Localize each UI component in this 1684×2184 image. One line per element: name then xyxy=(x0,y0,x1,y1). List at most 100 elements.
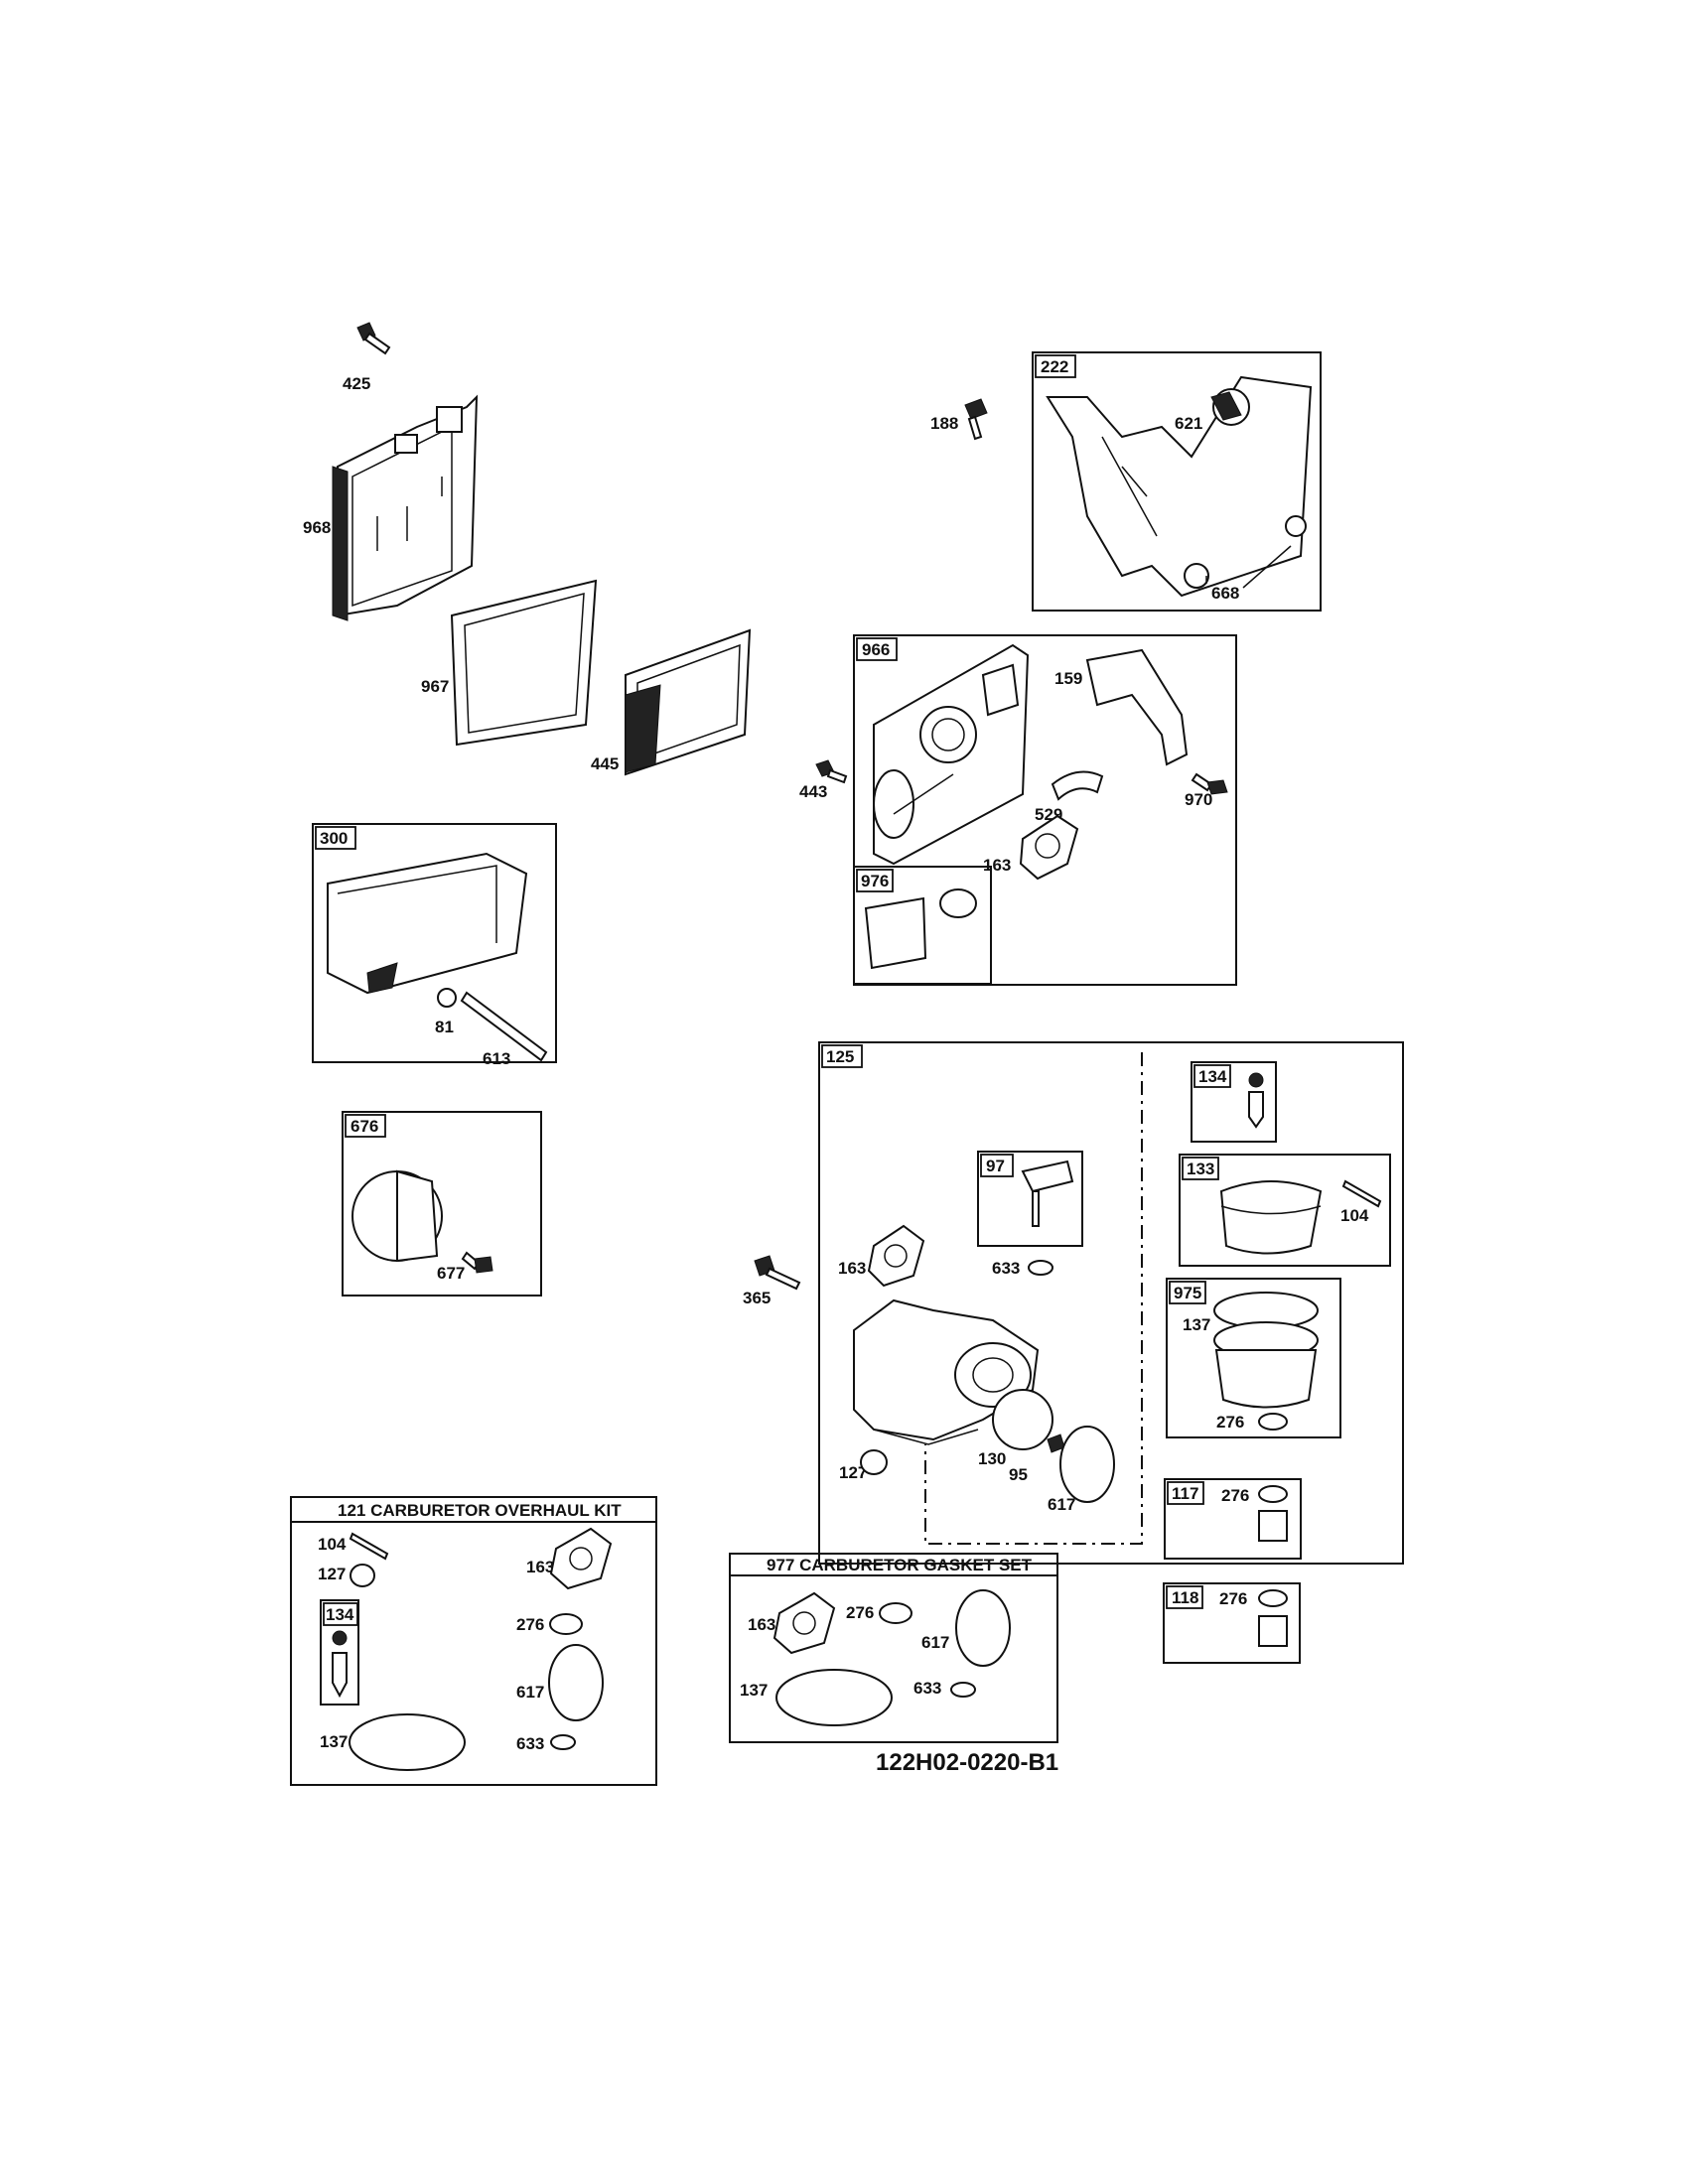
callout-613: 613 xyxy=(483,1049,510,1068)
tag-222 xyxy=(1035,354,1076,378)
bowl-nut-117 xyxy=(1258,1485,1288,1542)
washer-276a xyxy=(1258,1413,1288,1431)
callout-137: 137 xyxy=(1183,1315,1210,1334)
kit977-callout-617: 617 xyxy=(921,1633,949,1652)
callout-118: 118 xyxy=(1172,1588,1198,1607)
callout-677: 677 xyxy=(437,1264,465,1283)
bowl-nut-118 xyxy=(1258,1589,1288,1647)
callout-668: 668 xyxy=(1211,584,1239,603)
kit977-washer-276 xyxy=(879,1602,912,1624)
callout-365: 365 xyxy=(743,1289,771,1307)
bracket-159 xyxy=(1085,648,1189,766)
tag-966 xyxy=(856,637,898,661)
screw-97 xyxy=(1021,1160,1074,1227)
plate-130 xyxy=(992,1389,1053,1450)
washer-633 xyxy=(1028,1260,1053,1276)
kit977-callout-633: 633 xyxy=(913,1679,941,1698)
box-676 xyxy=(342,1111,542,1297)
gasket-163b xyxy=(867,1224,925,1288)
muffler-300 xyxy=(327,852,528,995)
kit121-plug-127 xyxy=(350,1564,375,1587)
screw-677 xyxy=(461,1251,493,1274)
callout-163b: 163 xyxy=(838,1259,866,1278)
kit121-callout-104: 104 xyxy=(318,1535,347,1554)
box-134 xyxy=(1191,1061,1277,1143)
kit121-callout-617: 617 xyxy=(516,1683,544,1702)
kit121-washer-276 xyxy=(549,1613,583,1635)
pre-cleaner-967 xyxy=(450,579,598,747)
float-133 xyxy=(1219,1180,1323,1255)
callout-443: 443 xyxy=(799,782,827,801)
callout-425: 425 xyxy=(343,374,370,393)
kit-121-title: 121 CARBURETOR OVERHAUL KIT xyxy=(338,1501,622,1520)
kit121-needle-134 xyxy=(332,1630,348,1699)
callout-159: 159 xyxy=(1054,669,1082,688)
callout-134: 134 xyxy=(1198,1067,1227,1086)
box-kit121-134 xyxy=(320,1599,359,1706)
callout-133: 133 xyxy=(1187,1160,1214,1178)
tag-976 xyxy=(856,869,894,892)
kit121-gasket-163 xyxy=(549,1527,613,1590)
tag-97 xyxy=(980,1154,1014,1177)
callout-127: 127 xyxy=(839,1463,867,1482)
bolt-365 xyxy=(754,1255,801,1291)
tag-676 xyxy=(345,1114,386,1138)
box-300 xyxy=(312,823,557,1063)
callout-633: 633 xyxy=(992,1259,1020,1278)
kit121-callout-276: 276 xyxy=(516,1615,544,1634)
kit977-gasket-163 xyxy=(772,1591,836,1655)
box-kit-121 xyxy=(290,1496,657,1786)
callout-300: 300 xyxy=(320,829,348,848)
callout-95: 95 xyxy=(1009,1465,1028,1484)
air-filter-445 xyxy=(625,628,752,776)
kit121-callout-127: 127 xyxy=(318,1565,346,1583)
callout-188: 188 xyxy=(930,414,958,433)
kit-977-title: 977 CARBURETOR GASKET SET xyxy=(767,1556,1033,1574)
carb-housing-966 xyxy=(873,643,1030,866)
callout-976: 976 xyxy=(861,872,889,890)
tag-975 xyxy=(1169,1281,1206,1304)
kit121-pin-104 xyxy=(349,1532,389,1561)
callout-163a: 163 xyxy=(983,856,1011,875)
kit121-washer-633 xyxy=(550,1734,576,1750)
callout-621: 621 xyxy=(1175,414,1202,433)
callout-125: 125 xyxy=(826,1047,854,1066)
box-975 xyxy=(1166,1278,1341,1438)
box-117 xyxy=(1164,1478,1302,1560)
float-bowl-975 xyxy=(1213,1292,1319,1409)
callout-276a: 276 xyxy=(1216,1413,1244,1432)
gasket-163a xyxy=(1019,814,1079,881)
kit977-ring-137 xyxy=(775,1669,893,1726)
callout-222: 222 xyxy=(1041,357,1068,376)
box-976 xyxy=(853,866,992,985)
callout-966: 966 xyxy=(862,640,890,659)
tag-117 xyxy=(1167,1481,1204,1505)
bracket-222 xyxy=(1046,375,1313,598)
kit121-callout-137: 137 xyxy=(320,1732,348,1751)
filter-976 xyxy=(864,888,977,970)
kit121-callout-163: 163 xyxy=(526,1558,554,1576)
pin-104 xyxy=(1341,1179,1382,1208)
tag-125 xyxy=(821,1044,863,1068)
callout-81: 81 xyxy=(435,1018,454,1036)
air-cleaner-base-968 xyxy=(332,394,479,621)
callout-276b: 276 xyxy=(1221,1486,1249,1505)
bolt-425 xyxy=(356,322,391,355)
tag-300 xyxy=(315,826,356,850)
kit121-callout-633: 633 xyxy=(516,1734,544,1753)
guard-676 xyxy=(351,1169,443,1263)
callout-97: 97 xyxy=(986,1157,1005,1175)
callout-276c: 276 xyxy=(1219,1589,1247,1608)
kit977-oring-617 xyxy=(955,1589,1011,1667)
box-118 xyxy=(1163,1582,1301,1664)
document-number: 122H02-0220-B1 xyxy=(876,1749,1058,1776)
plug-127 xyxy=(860,1449,888,1475)
callout-968: 968 xyxy=(303,518,331,537)
needle-valve-134 xyxy=(1248,1072,1264,1129)
tag-kit121-134 xyxy=(323,1602,358,1626)
kit121-oring-617 xyxy=(548,1644,604,1721)
callout-130: 130 xyxy=(978,1449,1006,1468)
hose-529 xyxy=(1051,770,1104,801)
box-97 xyxy=(977,1151,1083,1247)
